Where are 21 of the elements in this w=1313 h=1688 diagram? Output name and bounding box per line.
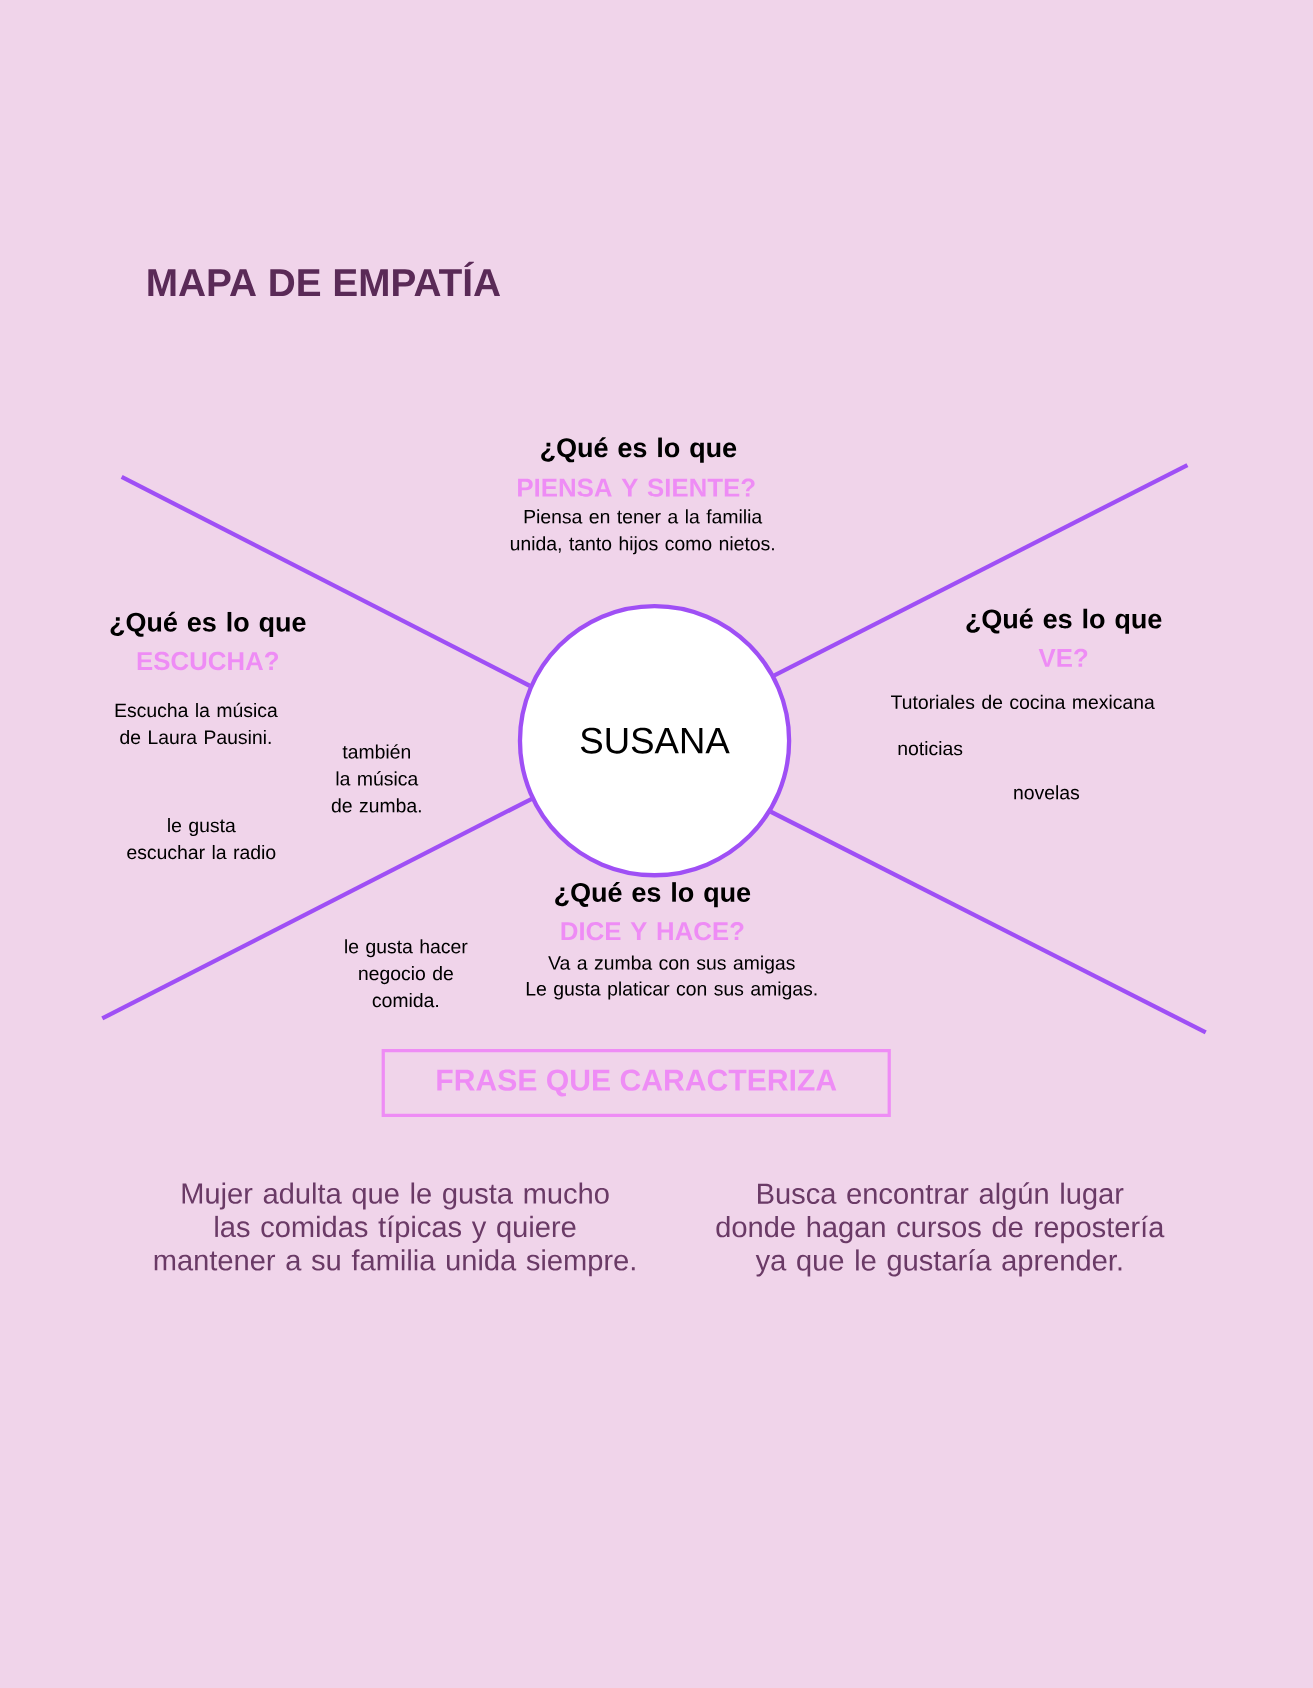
section-subheading: VE? [1038, 648, 1088, 667]
section-subheading: PIENSA Y SIENTE? [517, 478, 755, 497]
note-text: Piensa en tener a la familia unida, tanto hijos como nietos. [510, 509, 774, 555]
note-text: también la música de zumba. [331, 744, 421, 813]
section-heading: ¿Qué es lo que [966, 608, 1162, 634]
note-text: le gusta hacer negocio de comida. [345, 939, 468, 1008]
note-text: novelas [1014, 785, 1079, 800]
note-text: Le gusta platicar con sus amigas. [526, 981, 817, 1000]
title: MAPA DE EMPATÍA [148, 261, 500, 296]
section-subheading: DICE Y HACE? [561, 922, 744, 941]
description-text: Mujer adulta que le gusta mucho las comidas típicas y quiere mantener a su familia unida siempre. [154, 1182, 635, 1277]
note-text: le gusta escuchar la radio [127, 818, 276, 860]
section-subheading: ESCUCHA? [137, 651, 278, 671]
note-text: noticias [898, 741, 963, 756]
note-text: Va a zumba con sus amigas [548, 955, 795, 974]
section-heading: ¿Qué es lo que [110, 611, 306, 638]
note-text: Escucha la música de Laura Pausini. [115, 702, 278, 745]
section-heading: ¿Qué es lo que [541, 437, 736, 463]
note-text: Tutoriales de cocina mexicana [890, 694, 1155, 710]
description-text: Busca encontrar algún lugar donde hagan cursos de repostería ya que le gustaría aprender. [716, 1182, 1165, 1277]
phrase-box: FRASE QUE CARACTERIZA [381, 1049, 891, 1117]
